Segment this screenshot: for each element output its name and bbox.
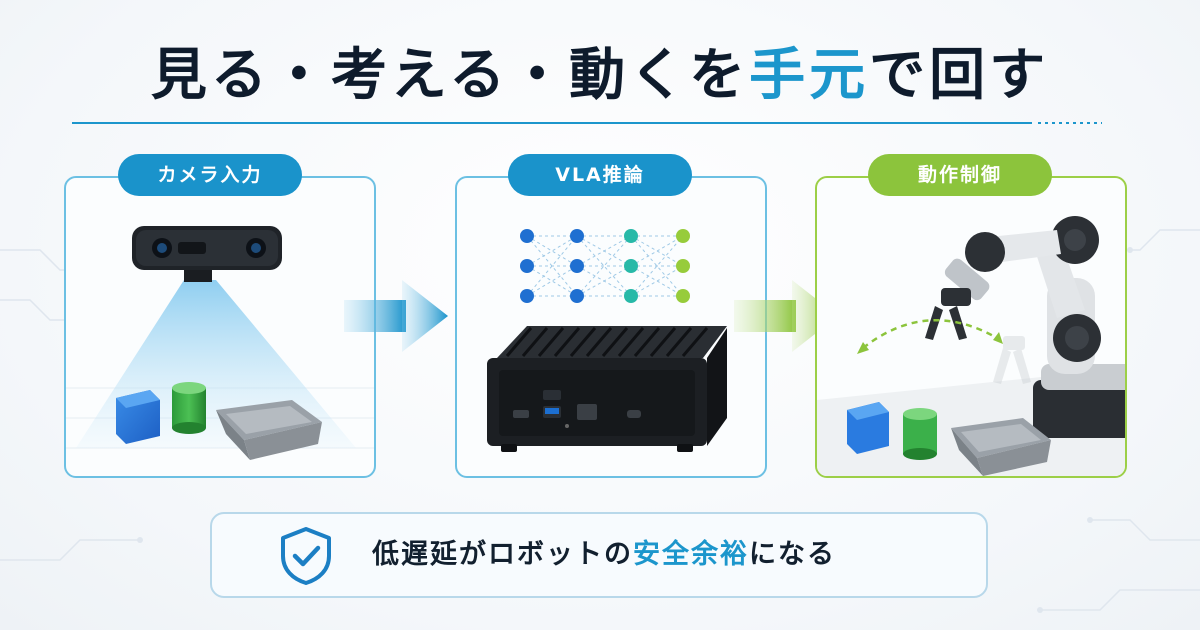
footer-accent: 安全余裕: [633, 539, 749, 570]
mini-pc-icon: [487, 326, 727, 452]
motion-control-panel: [815, 176, 1127, 478]
robot-arm-icon: [857, 216, 1125, 438]
shield-check-icon: [281, 527, 331, 585]
title-part2: で回す: [869, 43, 1050, 108]
page-title: 見る・考える・動くを手元で回す: [0, 30, 1200, 111]
camera-input-panel: [64, 176, 376, 478]
camera-input-label: カメラ入力: [118, 154, 302, 196]
blue-cube: [116, 390, 160, 444]
title-underline: [72, 122, 1102, 124]
footer-part2: になる: [749, 539, 836, 570]
camera-icon: [132, 226, 282, 282]
vla-scene: [487, 229, 727, 452]
title-part1: 見る・考える・動くを: [150, 43, 750, 108]
camera-scene: [66, 226, 374, 460]
gray-tray-2: [951, 418, 1051, 476]
blue-cube-2: [847, 402, 889, 454]
gray-tray: [216, 400, 322, 460]
green-cylinder: [172, 382, 206, 434]
footer-part1: 低遅延がロボットの: [372, 539, 633, 570]
arrow-right-icon: [344, 280, 448, 352]
green-cylinder-2: [903, 408, 937, 460]
vla-inference-panel: [455, 176, 767, 478]
robot-scene: [817, 216, 1125, 476]
neural-network-icon: [520, 229, 690, 303]
vla-inference-label: VLA推論: [508, 154, 692, 196]
title-accent: 手元: [749, 43, 870, 108]
motion-control-label: 動作制御: [868, 154, 1052, 196]
latency-callout: 低遅延がロボットの安全余裕になる: [210, 512, 988, 598]
latency-message: 低遅延がロボットの安全余裕になる: [372, 514, 836, 596]
